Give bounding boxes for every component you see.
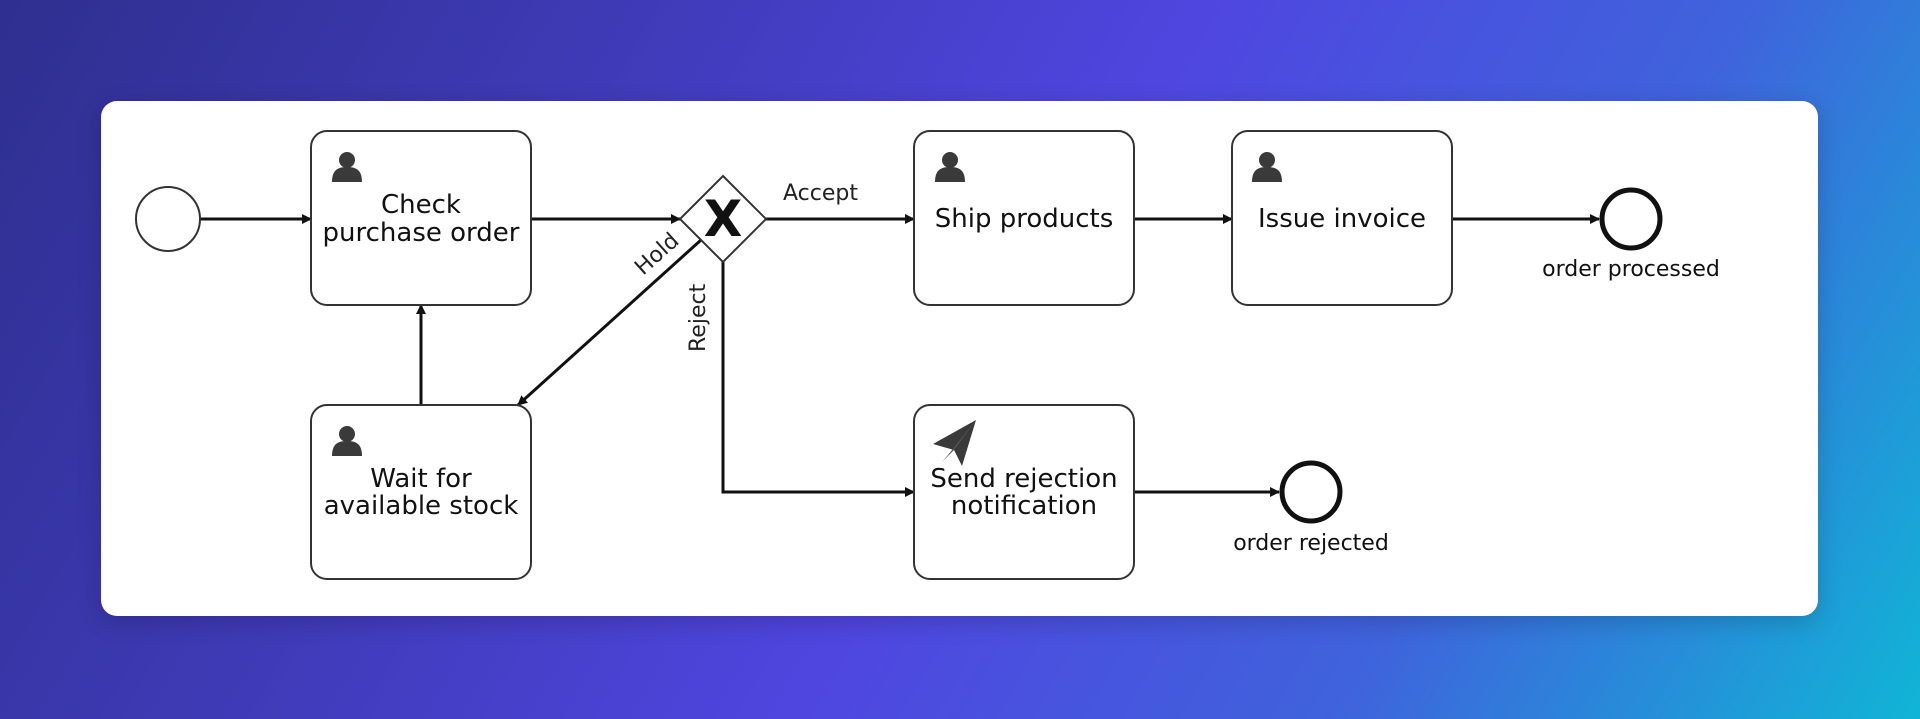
task-check-purchase-order[interactable]: Check purchase order [310, 130, 532, 306]
task-label-line2: notification [951, 491, 1097, 521]
end-event-order-rejected[interactable] [1279, 460, 1343, 524]
flow-label-hold: Hold [630, 228, 684, 280]
start-event[interactable] [135, 186, 201, 252]
end-event-order-processed[interactable] [1599, 187, 1663, 251]
exclusive-gateway[interactable]: X [678, 174, 768, 264]
task-wait-for-stock[interactable]: Wait for available stock [310, 404, 532, 580]
task-label-line1: Wait for [370, 464, 472, 494]
task-label-line2: available stock [324, 491, 519, 521]
end-event-label-rejected: order rejected [1233, 531, 1389, 556]
sequence-flows [200, 214, 1600, 497]
flow-label-accept: Accept [783, 181, 858, 206]
task-label-line1: Send rejection [930, 464, 1117, 494]
task-label: Ship products [935, 204, 1114, 234]
paper-plane-icon [933, 420, 976, 466]
task-ship-products[interactable]: Ship products [913, 130, 1135, 306]
gateway-x-icon: X [704, 190, 743, 248]
task-label-line2: purchase order [323, 218, 520, 248]
task-issue-invoice[interactable]: Issue invoice [1231, 130, 1453, 306]
flow-label-reject: Reject [686, 283, 711, 352]
flow-hold[interactable] [516, 238, 703, 407]
flow-reject[interactable] [721, 262, 915, 497]
task-send-rejection[interactable]: Send rejection notification [913, 404, 1135, 580]
end-event-label-processed: order processed [1542, 257, 1720, 282]
task-label: Issue invoice [1258, 204, 1426, 234]
task-label-line1: Check [381, 190, 461, 220]
